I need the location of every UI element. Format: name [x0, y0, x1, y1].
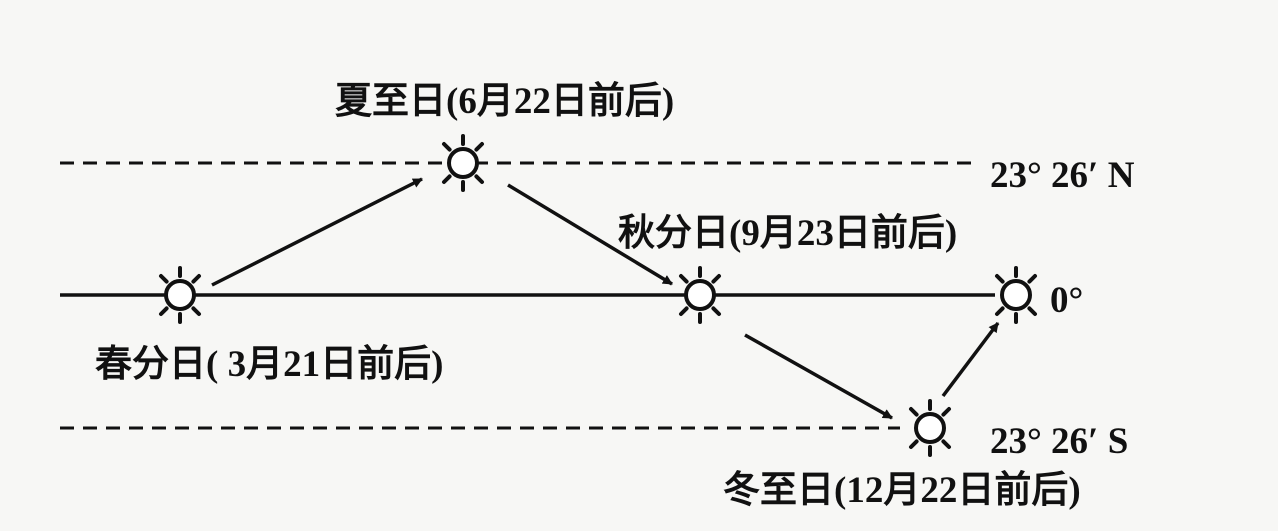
autumn-equinox-label: 秋分日(9月23日前后): [618, 213, 958, 254]
arrow-spring-to-summer: [211, 177, 423, 287]
winter-solstice-label: 冬至日(12月22日前后): [723, 470, 1081, 511]
arrow-winter-to-spring: [941, 321, 1000, 398]
arrow-summer-to-autumn: [507, 183, 673, 286]
sun-icon: [679, 266, 721, 324]
tropic-south-label: 23° 26′ S: [990, 421, 1129, 462]
sun-icon: [159, 266, 201, 324]
arrow-autumn-to-winter: [744, 333, 893, 420]
sun-icon: [995, 266, 1037, 324]
spring-equinox-label: 春分日( 3月21日前后): [95, 344, 444, 385]
sun-icon: [909, 399, 951, 457]
summer-solstice-label: 夏至日(6月22日前后): [335, 81, 675, 122]
tropic-north-label: 23° 26′ N: [990, 155, 1135, 196]
equator-label: 0°: [1050, 280, 1084, 321]
sun-icon: [442, 134, 484, 192]
